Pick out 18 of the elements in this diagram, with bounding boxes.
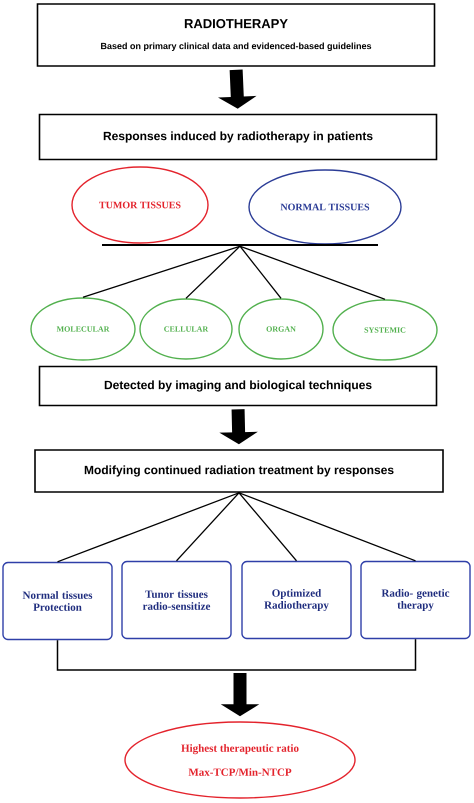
process-box: Detected by imaging and biological techniques [38, 366, 438, 406]
connector-line [82, 246, 240, 298]
rounded-box: Normal tissues Protection [2, 562, 113, 640]
connector-line [239, 246, 282, 299]
bracket-line [56, 640, 240, 671]
rounded-box: Optimized Radiotherapy [241, 560, 352, 640]
bracket-line [240, 639, 416, 671]
connector-line [176, 492, 240, 562]
connector-line [240, 246, 386, 300]
process-box: Modifying continued radiation treatment by responses [34, 449, 444, 493]
connector-line [238, 492, 297, 562]
title-box: RADIOTHERAPY Based on primary clinical data and evidenced-based guidelines [36, 3, 436, 67]
rounded-box: Tunor tissues radio-sensitize [121, 560, 232, 640]
connector-line [238, 492, 416, 562]
connector-line [186, 246, 240, 299]
process-box: Responses induced by radiotherapy in patients [38, 114, 438, 160]
connector-line [57, 492, 240, 562]
rounded-box: Radio- genetic therapy [360, 560, 471, 640]
